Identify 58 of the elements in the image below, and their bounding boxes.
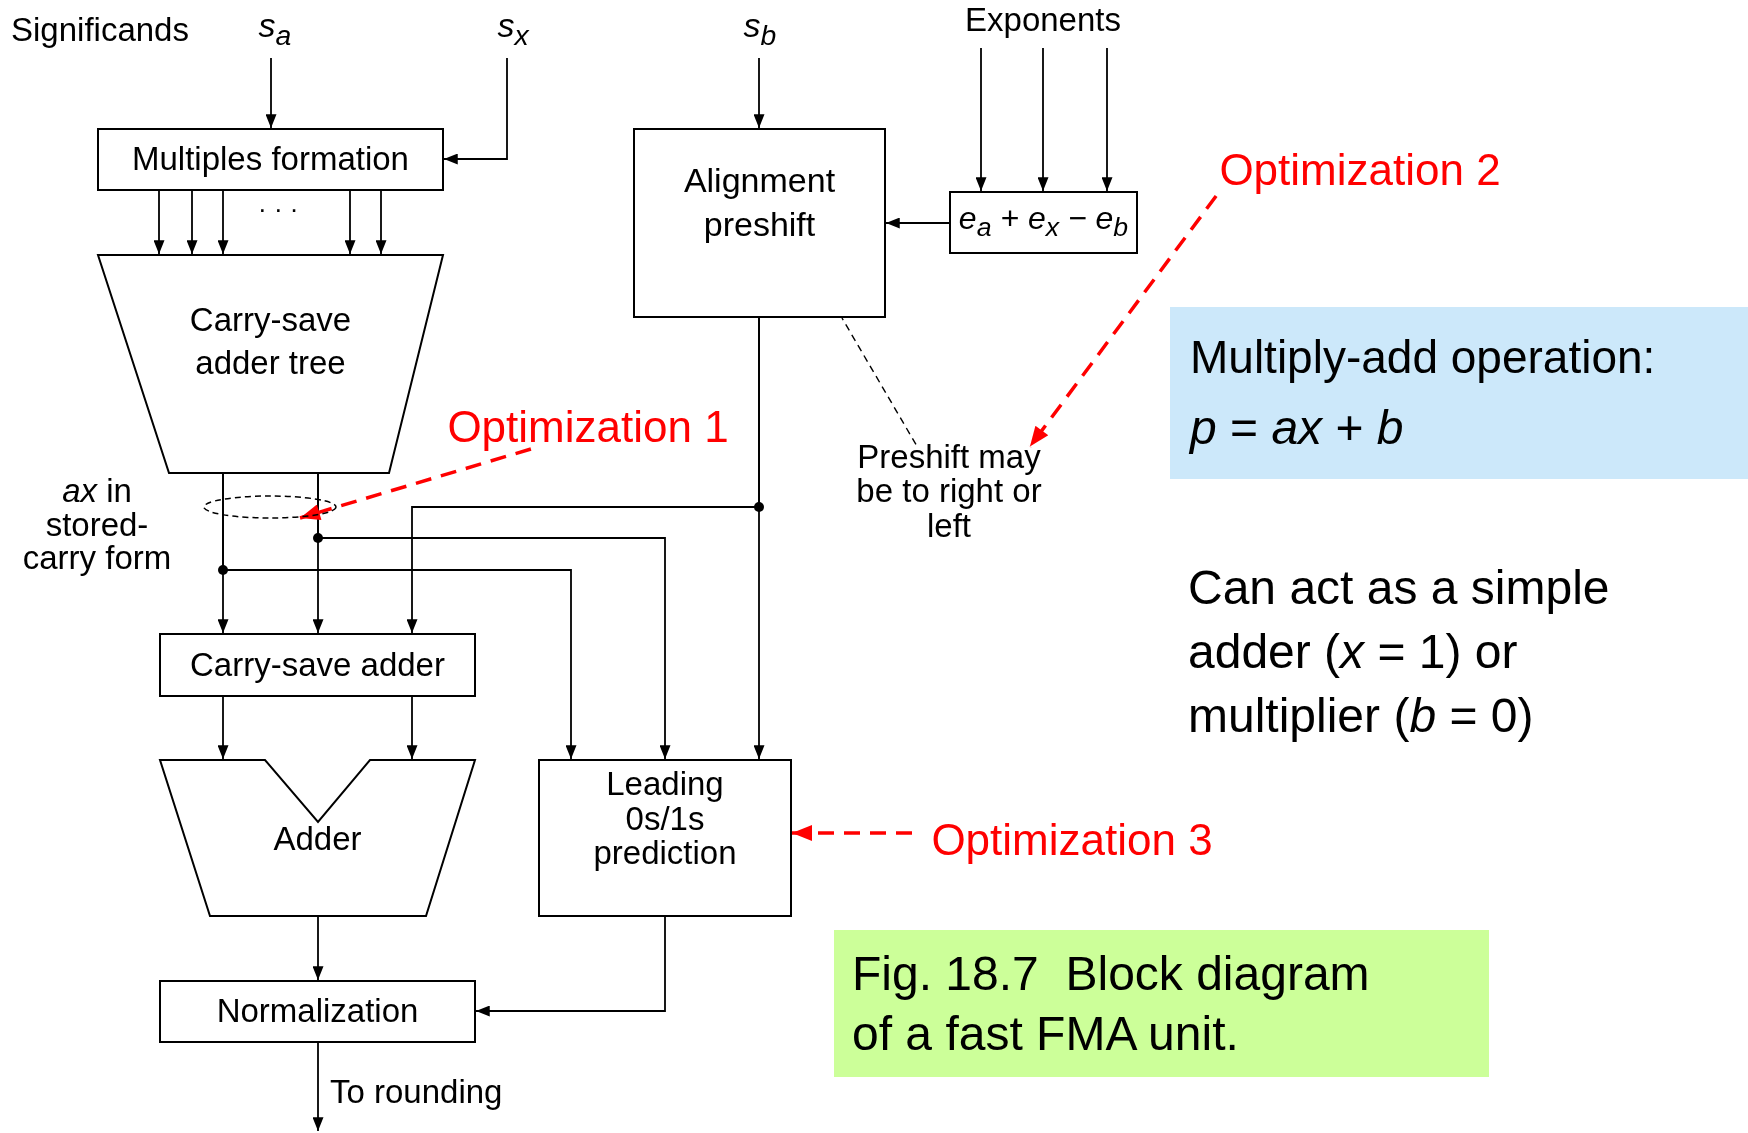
- dashed-ellipse: [203, 495, 337, 519]
- exponent-box: [949, 191, 1138, 254]
- dashed-arrow: [1028, 194, 1218, 448]
- signal-label: Exponents: [965, 2, 1121, 39]
- dashed-arrow: [792, 825, 912, 841]
- arrow: [975, 47, 987, 192]
- arrow: [312, 916, 324, 981]
- block-label: Alignment preshift: [682, 160, 837, 246]
- annotation-text: Preshift may be to right or left: [855, 440, 1043, 543]
- arrow: [344, 190, 356, 255]
- adder-shape: [159, 759, 476, 917]
- callout-text: Optimization 2: [1219, 145, 1501, 195]
- caption-panel: [834, 930, 1489, 1077]
- leader-line: [841, 317, 917, 446]
- arrow: [1037, 47, 1049, 192]
- signal-label: s$_{x}$: [497, 6, 529, 52]
- arrow: [443, 57, 508, 165]
- arrow: [375, 190, 387, 255]
- arrow: [217, 696, 229, 760]
- dashed-arrow: [299, 447, 532, 520]
- arrow: [753, 317, 765, 760]
- arrow: [885, 217, 950, 229]
- process-box: [159, 633, 476, 697]
- formula-text: p = ax + b: [1190, 399, 1404, 456]
- block-label: Carry-save adder tree: [188, 300, 353, 383]
- arrow: [475, 916, 666, 1017]
- arrow: [406, 696, 418, 760]
- process-box: [633, 128, 886, 318]
- arrow: [312, 1042, 324, 1132]
- process-box: [538, 759, 792, 917]
- arrow: [222, 473, 577, 760]
- arrow: [1101, 47, 1113, 192]
- arrow: [217, 190, 229, 255]
- block-label: e$_{a}$ + e$_{x}$ − e$_{b}$: [958, 201, 1129, 244]
- panel-heading: Multiply-add operation:: [1190, 329, 1656, 385]
- annotation-text: ax in stored-carry form: [22, 474, 172, 575]
- arrow: [153, 190, 165, 255]
- signal-label: s$_{a}$: [258, 6, 292, 52]
- figure-caption: Fig. 18.7 Block diagram of a fast FMA unit.: [852, 945, 1371, 1062]
- ellipsis-label: · · ·: [258, 195, 299, 225]
- arrow: [317, 473, 671, 760]
- block-label: Multiples formation: [132, 141, 409, 178]
- arrow: [265, 57, 277, 129]
- callout-text: Optimization 3: [931, 815, 1213, 865]
- info-panel: [1170, 307, 1748, 479]
- block-label: Normalization: [216, 993, 419, 1030]
- arrow: [753, 57, 765, 129]
- block-label: Carry-save adder: [190, 646, 445, 684]
- heading-label: Significands: [11, 12, 189, 49]
- block-label: Leading 0s/1s prediction: [592, 767, 738, 871]
- block-label: Adder: [273, 821, 362, 858]
- arrow: [186, 190, 198, 255]
- callout-text: Optimization 1: [447, 402, 729, 452]
- note-text: Can act as a simple adder (x = 1) or multiplier (b = 0): [1188, 560, 1611, 744]
- signal-label: s$_{b}$: [743, 6, 777, 52]
- process-box: [97, 128, 444, 191]
- process-box: [159, 980, 476, 1043]
- adder-tree-trapezoid: [97, 254, 444, 474]
